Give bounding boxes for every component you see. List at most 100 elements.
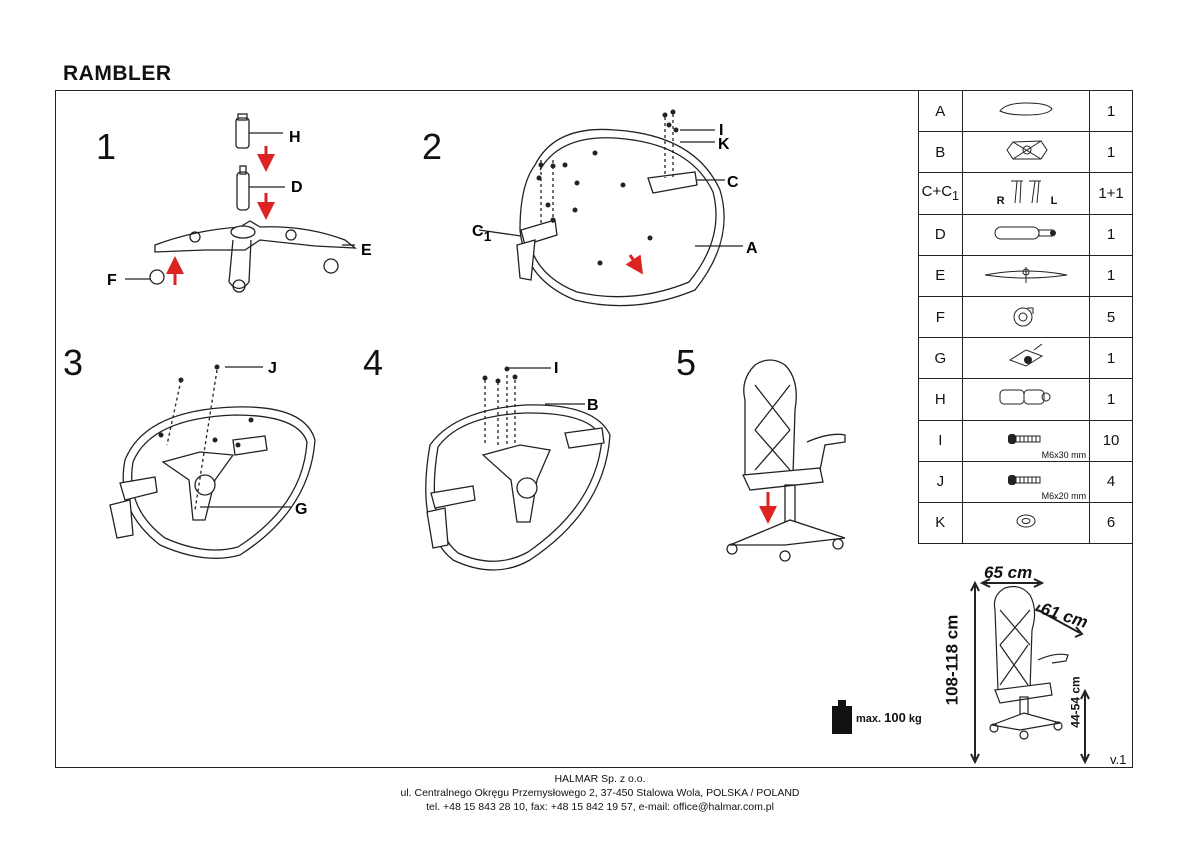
- part-id: J: [918, 460, 963, 503]
- version-label: v.1: [1110, 752, 1127, 767]
- part-picture: [961, 213, 1091, 256]
- part-id: F: [918, 295, 963, 339]
- label-J: J: [268, 360, 277, 377]
- bolt-size-note: M6x20 mm: [1041, 490, 1087, 501]
- footer-contact: tel. +48 15 843 28 10, fax: +48 15 842 1…: [426, 801, 774, 813]
- step-3-bolts: [158, 364, 254, 448]
- label-I: I: [719, 122, 723, 139]
- weight-icon: [832, 700, 852, 734]
- part-quantity: 1: [1089, 89, 1133, 133]
- part-quantity: 4: [1089, 460, 1133, 503]
- label-B: B: [587, 397, 599, 414]
- label-H: H: [289, 129, 301, 146]
- label-A: A: [746, 240, 758, 257]
- part-id: B: [918, 131, 963, 174]
- part-quantity: 1+1: [1089, 172, 1133, 215]
- dimension-height: 108-118 cm: [942, 614, 962, 706]
- part-picture: [961, 89, 1091, 133]
- part-id: E: [918, 254, 963, 297]
- part-quantity: 6: [1089, 501, 1133, 545]
- caster-icon: [1011, 307, 1041, 332]
- seat-icon: [996, 102, 1056, 123]
- part-picture: [961, 295, 1091, 339]
- step-5-drawing: [726, 359, 846, 562]
- part-quantity: 1: [1089, 254, 1133, 297]
- step-number-3: 3: [63, 342, 84, 383]
- dimension-seat-height: 44-54 cm: [1068, 676, 1083, 728]
- footer-company: HALMAR Sp. z o.o.: [554, 773, 646, 785]
- armrest-left-label: L: [1050, 195, 1058, 208]
- part-id: H: [918, 378, 963, 421]
- part-quantity: 1: [1089, 337, 1133, 380]
- instruction-frame: [55, 90, 1133, 768]
- part-id: A: [918, 89, 963, 133]
- step-number-2: 2: [422, 126, 443, 167]
- step-number-1: 1: [96, 126, 117, 167]
- part-id: D: [918, 213, 963, 256]
- base-icon: [981, 266, 1071, 289]
- dimension-width: 65 cm: [984, 563, 1033, 582]
- part-picture: [961, 254, 1091, 297]
- part-quantity: 1: [1089, 213, 1133, 256]
- label-D: D: [291, 179, 303, 196]
- step-4-bolts: [482, 366, 518, 384]
- footer: HALMAR Sp. z o.o. ul. Centralnego Okręgu…: [0, 772, 1200, 814]
- step-1-drawing: [125, 113, 357, 293]
- washer-icon: [1014, 514, 1038, 533]
- label-E: E: [361, 242, 372, 259]
- max-load-text: max. 100 kg: [856, 710, 922, 725]
- document-title: RAMBLER: [63, 62, 172, 85]
- part-picture: [961, 378, 1091, 421]
- part-quantity: 10: [1089, 419, 1133, 462]
- part-quantity: 5: [1089, 295, 1133, 339]
- step-3-drawing: [109, 366, 316, 559]
- label-K: K: [718, 136, 730, 153]
- footer-address: ul. Centralnego Okręgu Przemysłowego 2, …: [400, 787, 800, 799]
- label-G: G: [295, 501, 307, 518]
- part-picture: [961, 501, 1091, 545]
- part-id: G: [918, 337, 963, 380]
- step-2-drawing: [478, 114, 743, 307]
- part-picture: [961, 337, 1091, 380]
- mechanism-icon: [1006, 343, 1046, 374]
- part-id: K: [918, 501, 963, 545]
- label-I-step4: I: [554, 360, 558, 377]
- step-number-5: 5: [676, 342, 697, 383]
- part-picture: [961, 131, 1091, 174]
- part-picture: M6x30 mm: [961, 419, 1091, 462]
- step-4-drawing: [425, 367, 611, 571]
- step-1-arrows: [166, 146, 275, 285]
- assembly-diagram: H D E F I K C C1 A: [107, 109, 846, 571]
- label-C1: C1: [472, 223, 492, 244]
- part-quantity: 1: [1089, 378, 1133, 421]
- step-2-holes: [536, 109, 679, 266]
- backrest-icon: [1001, 140, 1051, 167]
- step-number-4: 4: [363, 342, 384, 383]
- cover-icon: [996, 389, 1056, 411]
- label-F: F: [107, 272, 117, 289]
- step-2-arrow: [625, 254, 643, 275]
- dimensions-drawing: [970, 578, 1090, 765]
- part-id: I: [918, 419, 963, 462]
- bolt-icon: [1006, 433, 1046, 451]
- armrests-icon: [1001, 180, 1051, 209]
- bolt-icon: [1006, 474, 1046, 492]
- gas-lift-icon: [991, 226, 1061, 246]
- bolt-size-note: M6x30 mm: [1041, 449, 1087, 460]
- label-C: C: [727, 174, 739, 191]
- armrest-right-label: R: [996, 195, 1005, 208]
- part-id: C+C1: [918, 172, 963, 215]
